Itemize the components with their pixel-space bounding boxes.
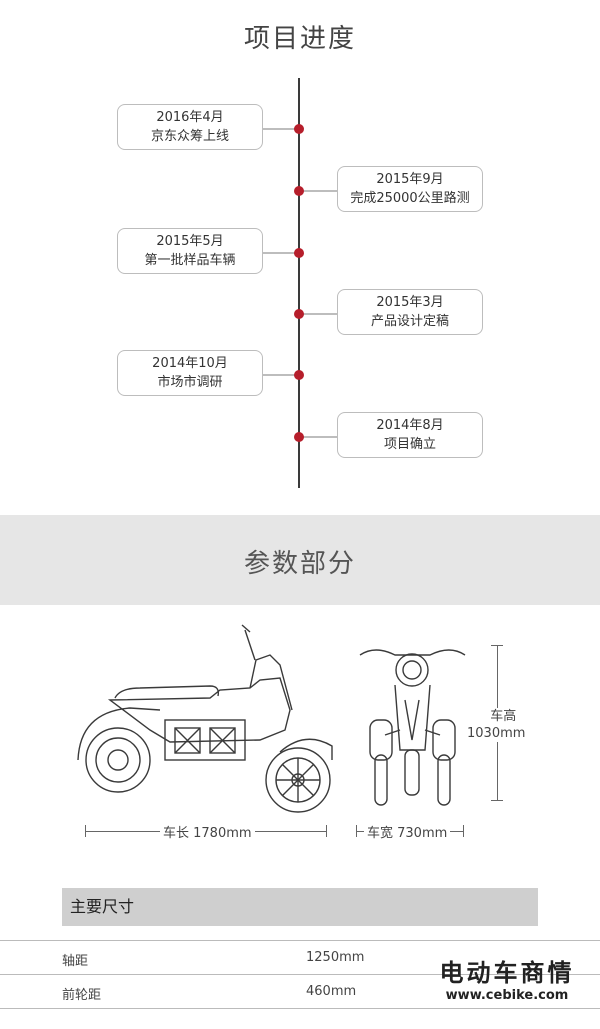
length-label: 车长 1780mm <box>160 822 255 841</box>
height-label-value: 1030mm <box>467 726 526 741</box>
timeline-connector <box>263 374 299 376</box>
page-title: 项目进度 <box>243 24 356 54</box>
timeline-card: 2015年3月 产品设计定稿 <box>337 289 483 335</box>
timeline-date: 2016年4月 <box>156 110 224 125</box>
timeline-dot <box>294 248 304 258</box>
table-divider <box>0 974 600 975</box>
table-divider <box>0 940 600 941</box>
timeline-connector <box>263 128 299 130</box>
watermark-url: www.cebike.com <box>445 988 569 1003</box>
timeline-text: 第一批样品车辆 <box>144 253 236 268</box>
timeline-card: 2014年10月 市场市调研 <box>117 350 263 396</box>
timeline-date: 2014年8月 <box>376 418 444 433</box>
row-key: 轴距 <box>62 954 89 969</box>
height-label-name: 车高 <box>490 709 517 724</box>
timeline-dot <box>294 186 304 196</box>
timeline-axis <box>298 78 300 488</box>
timeline-card: 2015年9月 完成25000公里路测 <box>337 166 483 212</box>
section-title: 参数部分 <box>243 549 356 579</box>
timeline-card: 2014年8月 项目确立 <box>337 412 483 458</box>
scooter-front-view-illustration <box>359 649 466 806</box>
timeline-text: 京东众筹上线 <box>150 129 229 144</box>
table-row: 轴距 1250mm <box>62 942 538 972</box>
height-label: 车高 1030mm <box>467 708 529 742</box>
timeline-text: 完成25000公里路测 <box>350 191 470 206</box>
table-divider <box>0 1008 600 1009</box>
timeline-dot <box>294 124 304 134</box>
timeline-date: 2015年5月 <box>156 234 224 249</box>
timeline-date: 2015年9月 <box>376 172 444 187</box>
scooter-side-view-illustration <box>77 624 333 813</box>
width-tick-right <box>463 825 464 837</box>
height-tick-top <box>491 645 503 646</box>
timeline-text: 项目确立 <box>383 437 436 452</box>
width-tick-left <box>356 825 357 837</box>
table-row: 前轮距 460mm <box>62 976 538 1006</box>
row-value: 1250mm <box>306 950 365 965</box>
watermark-title: 电动车商情 <box>439 958 575 987</box>
length-tick-right <box>326 825 327 837</box>
timeline-dot <box>294 432 304 442</box>
timeline-connector <box>263 252 299 254</box>
timeline-dot <box>294 370 304 380</box>
row-value: 460mm <box>306 984 357 999</box>
section-band: 参数部分 <box>0 515 600 605</box>
timeline-text: 市场市调研 <box>157 375 223 390</box>
table-heading: 主要尺寸 <box>62 888 538 926</box>
timeline-connector <box>300 190 337 192</box>
timeline-connector <box>300 313 337 315</box>
timeline-dot <box>294 309 304 319</box>
timeline-card: 2016年4月 京东众筹上线 <box>117 104 263 150</box>
timeline-text: 产品设计定稿 <box>370 314 449 329</box>
length-tick-left <box>85 825 86 837</box>
height-tick-bottom <box>491 800 503 801</box>
timeline-card: 2015年5月 第一批样品车辆 <box>117 228 263 274</box>
watermark: 电动车商情 www.cebike.com <box>422 953 592 1003</box>
width-label: 车宽 730mm <box>364 822 451 841</box>
timeline-date: 2014年10月 <box>152 356 228 371</box>
timeline-connector <box>300 436 337 438</box>
row-key: 前轮距 <box>62 988 102 1003</box>
timeline-date: 2015年3月 <box>376 295 444 310</box>
